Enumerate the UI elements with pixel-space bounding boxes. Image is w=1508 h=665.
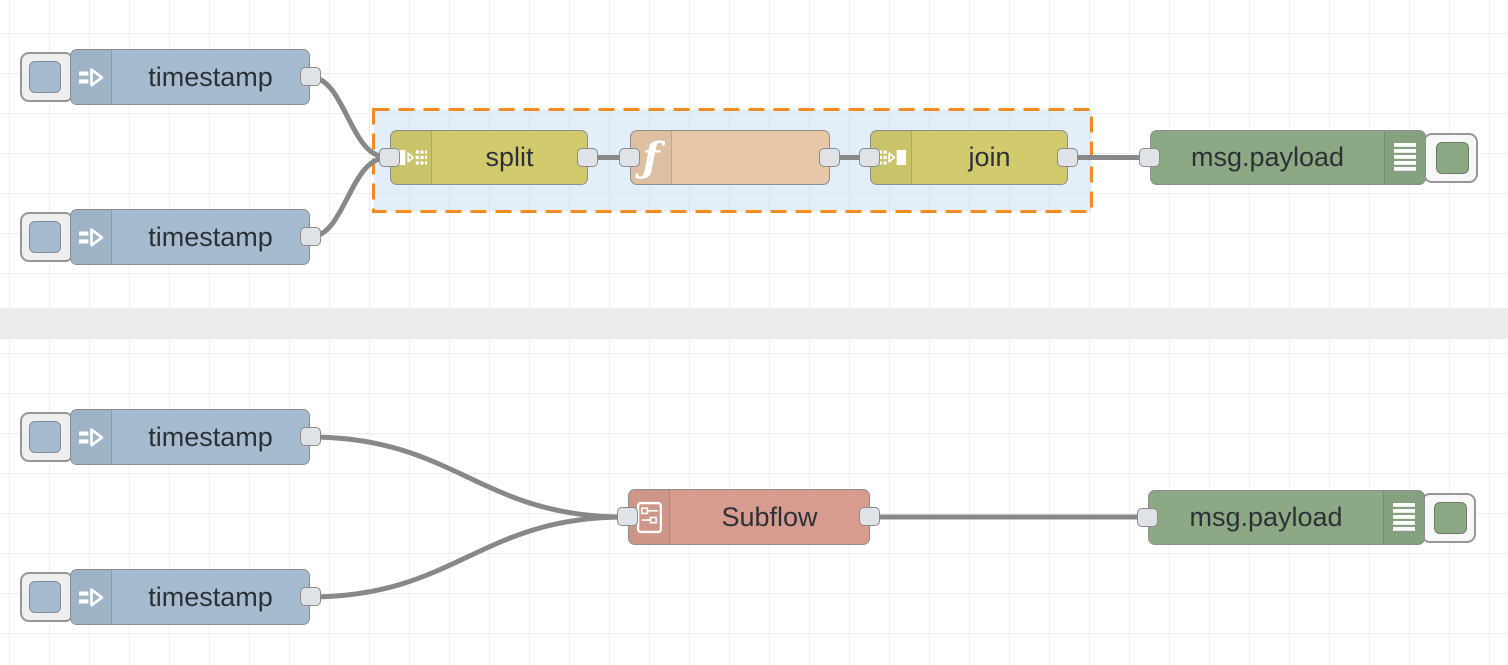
inject-button-face <box>29 61 61 93</box>
node-inject4[interactable]: timestamp <box>70 569 310 625</box>
inject-icon-strip <box>71 570 112 624</box>
node-label: msg.payload <box>1189 502 1343 532</box>
subflow1-output-port[interactable] <box>859 507 880 526</box>
debug-lines-icon <box>1394 143 1416 171</box>
inject-button[interactable] <box>20 212 74 262</box>
node-label: msg.payload <box>1190 142 1345 172</box>
inject2-output-port[interactable] <box>300 227 321 246</box>
subflow1-input-port[interactable] <box>617 507 638 526</box>
inject-button[interactable] <box>20 412 74 462</box>
debug-toggle-face <box>1436 142 1469 174</box>
node-split1[interactable]: split <box>390 130 588 185</box>
node-debug2[interactable]: msg.payload <box>1148 490 1425 545</box>
debug-toggle-button[interactable] <box>1421 493 1476 543</box>
node-subflow1[interactable]: Subflow <box>628 489 870 545</box>
inject-arrow-icon <box>78 427 103 447</box>
join1-output-port[interactable] <box>1057 148 1078 167</box>
node-function1[interactable]: ƒ <box>630 130 830 185</box>
split-icon <box>395 149 427 166</box>
inject-icon-strip <box>71 210 112 264</box>
debug1-input-port[interactable] <box>1139 148 1160 167</box>
inject1-output-port[interactable] <box>300 67 321 86</box>
debug-toggle-face <box>1434 502 1467 534</box>
split1-output-port[interactable] <box>577 148 598 167</box>
debug-lines-icon <box>1393 503 1415 531</box>
function1-output-port[interactable] <box>819 148 840 167</box>
subflow-icon <box>636 501 662 533</box>
flow-divider <box>0 308 1508 339</box>
node-label: timestamp <box>148 221 273 252</box>
node-inject1[interactable]: timestamp <box>70 49 310 105</box>
node-label: timestamp <box>148 581 273 612</box>
inject-button[interactable] <box>20 572 74 622</box>
inject-button-face <box>29 581 61 613</box>
node-label <box>672 131 829 184</box>
debug-toggle-button[interactable] <box>1423 133 1478 183</box>
wire-inject3-subflow1[interactable] <box>307 434 627 520</box>
node-label: split <box>485 142 534 172</box>
inject3-output-port[interactable] <box>300 427 321 446</box>
node-label: Subflow <box>721 501 818 532</box>
node-inject2[interactable]: timestamp <box>70 209 310 265</box>
function-f-icon: ƒ <box>642 133 660 181</box>
inject-icon-strip <box>71 410 112 464</box>
debug-icon-strip <box>1383 491 1424 544</box>
function1-input-port[interactable] <box>619 148 640 167</box>
wire-inject4-subflow1[interactable] <box>307 514 627 600</box>
node-join1[interactable]: join <box>870 130 1068 185</box>
inject-button-face <box>29 221 61 253</box>
node-debug1[interactable]: msg.payload <box>1150 130 1426 185</box>
join1-input-port[interactable] <box>859 148 880 167</box>
inject-button[interactable] <box>20 52 74 102</box>
debug2-input-port[interactable] <box>1137 508 1158 527</box>
debug-icon-strip <box>1384 131 1425 184</box>
inject-arrow-icon <box>78 227 103 247</box>
inject-arrow-icon <box>78 67 103 87</box>
node-inject3[interactable]: timestamp <box>70 409 310 465</box>
inject-arrow-icon <box>78 587 103 607</box>
node-label: join <box>968 142 1011 172</box>
node-label: timestamp <box>148 421 273 452</box>
inject-icon-strip <box>71 50 112 104</box>
inject-button-face <box>29 421 61 453</box>
split1-input-port[interactable] <box>379 148 400 167</box>
inject4-output-port[interactable] <box>300 587 321 606</box>
node-label: timestamp <box>148 61 273 92</box>
